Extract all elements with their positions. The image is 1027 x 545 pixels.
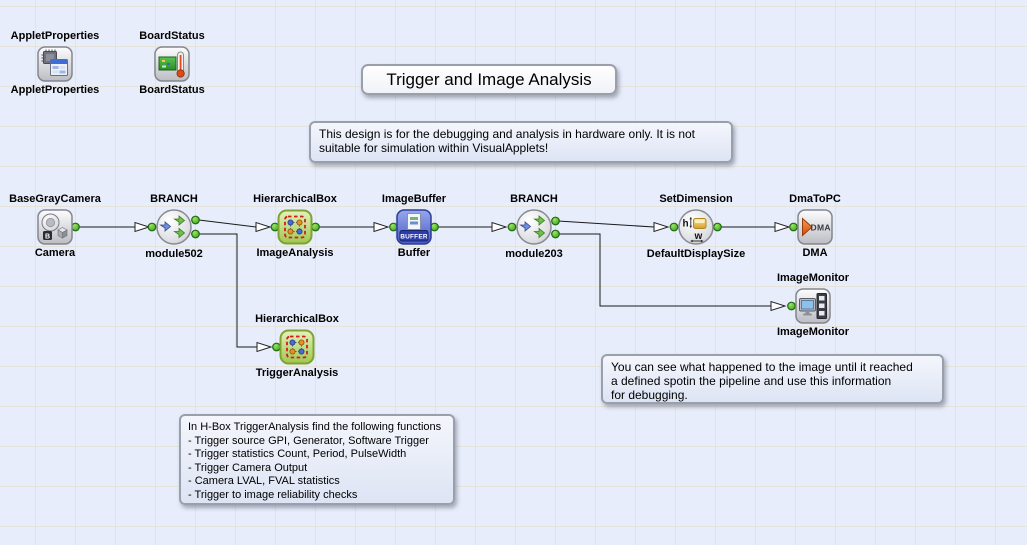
link-module203-imagemonitor[interactable] [558, 233, 771, 307]
branch-icon[interactable] [515, 208, 553, 246]
node-image-analysis[interactable]: HierarchicalBox ImageAnalysis [230, 193, 360, 260]
note-line: - Camera LVAL, FVAL statistics [188, 475, 340, 487]
node-type-label: BRANCH [510, 193, 558, 205]
input-port[interactable] [507, 222, 517, 232]
node-type-label: HierarchicalBox [253, 193, 337, 205]
node-board-status[interactable]: BoardStatus BoardStatus [107, 30, 237, 97]
node-name-label: DefaultDisplaySize [646, 248, 746, 260]
arrowhead-icon [134, 221, 151, 233]
node-dma[interactable]: DmaToPC DMA DMA [750, 193, 880, 260]
node-name-label: AppletProperties [10, 84, 100, 96]
node-type-label: BRANCH [150, 193, 198, 205]
node-name-label: Camera [34, 247, 76, 259]
applet-properties-icon[interactable] [37, 46, 73, 82]
hbox-icon[interactable] [277, 209, 313, 245]
input-port[interactable] [669, 222, 679, 232]
note-line: - Trigger to image reliability checks [188, 488, 358, 501]
diagram-title-box[interactable]: Trigger and Image Analysis [361, 64, 617, 95]
image-monitor-icon[interactable] [795, 288, 831, 324]
diagram-title: Trigger and Image Analysis [386, 69, 592, 89]
set-dimension-icon[interactable]: h w [677, 208, 715, 246]
arrowhead-icon [373, 221, 390, 233]
hbox-icon[interactable] [279, 329, 315, 365]
node-camera[interactable]: BaseGrayCamera B Camera [0, 193, 120, 260]
arrowhead-icon [774, 221, 791, 233]
link-module203-setdimension[interactable] [557, 220, 655, 228]
node-trigger-analysis[interactable]: HierarchicalBox TriggerAnalysis [232, 313, 362, 380]
output-port[interactable] [191, 229, 200, 239]
arrowhead-icon [491, 221, 508, 233]
link-module502-triggeranalysis[interactable] [199, 233, 257, 348]
node-type-label: SetDimension [659, 193, 733, 205]
node-name-label: Buffer [397, 247, 431, 259]
setdim-h-letter: h [683, 219, 689, 230]
note-image-monitor[interactable]: You can see what happened to the image u… [601, 354, 944, 404]
output-port[interactable] [551, 216, 560, 226]
link-module502-imageanalysis[interactable] [198, 219, 257, 228]
note-line: - Trigger statistics Count, Period, Puls… [188, 448, 407, 460]
node-name-label: ImageAnalysis [256, 247, 334, 259]
output-port[interactable] [191, 215, 200, 225]
note-hardware-only[interactable]: This design is for the debugging and ana… [309, 121, 733, 163]
note-line: You can see what happened to the image u… [611, 360, 913, 374]
node-image-monitor[interactable]: ImageMonitor ImageMonitor [748, 272, 878, 339]
node-name-label: module203 [505, 248, 563, 260]
note-line: for debugging. [611, 388, 688, 402]
note-line: suitable for simulation within VisualApp… [319, 141, 549, 155]
camera-icon-letter: B [45, 233, 50, 240]
node-name-label: ImageMonitor [776, 326, 850, 338]
arrowhead-icon [653, 221, 670, 233]
node-buffer[interactable]: ImageBuffer BUFFER Buffer [349, 193, 479, 260]
input-port[interactable] [147, 222, 157, 232]
note-line: a defined spotin the pipeline and use th… [611, 374, 892, 388]
camera-icon[interactable]: B [37, 209, 73, 245]
node-module203[interactable]: BRANCH module203 [469, 193, 599, 261]
note-line: - Trigger source GPI, Generator, Softwar… [188, 434, 429, 447]
board-status-icon[interactable] [154, 46, 190, 82]
node-name-label: TriggerAnalysis [255, 367, 339, 379]
node-name-label: BoardStatus [139, 84, 205, 96]
arrowhead-icon [255, 221, 272, 233]
arrowhead-icon [256, 341, 273, 353]
output-port[interactable] [551, 229, 560, 239]
node-type-label: HierarchicalBox [255, 313, 339, 325]
note-line: In H-Box TriggerAnalysis find the follow… [188, 421, 442, 433]
node-name-label: module502 [145, 248, 203, 260]
buffer-icon[interactable]: BUFFER [396, 209, 432, 245]
node-type-label: BaseGrayCamera [9, 193, 101, 205]
node-set-dimension[interactable]: SetDimension h w DefaultDisplaySize [631, 193, 761, 261]
dma-icon[interactable]: DMA [797, 209, 833, 245]
arrowhead-icon [770, 300, 787, 312]
note-hbox-functions[interactable]: In H-Box TriggerAnalysis find the follow… [179, 414, 455, 505]
node-type-label: ImageBuffer [381, 193, 447, 205]
node-name-label: DMA [802, 247, 828, 259]
note-line: This design is for the debugging and ana… [319, 127, 695, 141]
node-type-label: BoardStatus [139, 30, 205, 42]
node-applet-properties[interactable]: AppletProperties AppletProperties [0, 30, 120, 97]
dma-icon-caption: DMA [811, 223, 831, 233]
note-line: - Trigger Camera Output [188, 461, 308, 474]
buffer-icon-caption: BUFFER [400, 234, 428, 241]
node-module502[interactable]: BRANCH module502 [109, 193, 239, 261]
node-type-label: AppletProperties [10, 30, 100, 42]
setdim-w-letter: w [694, 231, 703, 242]
branch-icon[interactable] [155, 208, 193, 246]
node-type-label: DmaToPC [789, 193, 841, 205]
node-type-label: ImageMonitor [776, 272, 850, 284]
